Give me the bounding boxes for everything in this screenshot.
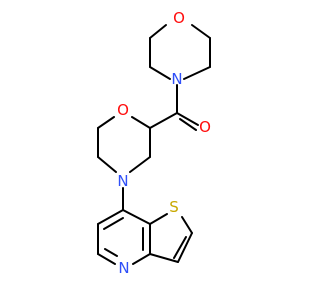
- atom-label-oxygen: O: [199, 118, 211, 136]
- bonds: [97, 24, 211, 265]
- bond: [173, 236, 187, 259]
- atom-label-oxygen: O: [117, 101, 129, 119]
- bond: [181, 216, 193, 234]
- bond: [132, 253, 151, 265]
- bond: [177, 232, 193, 263]
- bond: [122, 209, 151, 225]
- bond: [129, 156, 151, 173]
- atom-labels: O N O O N S N: [117, 9, 211, 277]
- bond: [149, 24, 167, 39]
- molecule-structure: O N O O N S N: [97, 9, 211, 277]
- atom-label-sulfur: S: [169, 198, 179, 216]
- bond: [179, 118, 197, 131]
- bond: [149, 112, 178, 129]
- atom-label-nitrogen: N: [117, 172, 128, 190]
- atom-label-nitrogen: N: [118, 259, 129, 277]
- bond: [97, 156, 117, 173]
- bond: [176, 112, 199, 126]
- bond: [97, 253, 116, 265]
- bond: [149, 253, 179, 263]
- bond: [97, 209, 124, 225]
- bond: [131, 116, 151, 129]
- bond: [104, 248, 118, 257]
- bond: [191, 24, 211, 39]
- bond: [183, 66, 211, 80]
- bond: [149, 66, 171, 80]
- bond: [97, 116, 115, 129]
- atom-label-oxygen: O: [173, 9, 185, 27]
- atom-label-nitrogen: N: [171, 70, 182, 88]
- bond: [149, 213, 168, 225]
- bond: [103, 217, 124, 230]
